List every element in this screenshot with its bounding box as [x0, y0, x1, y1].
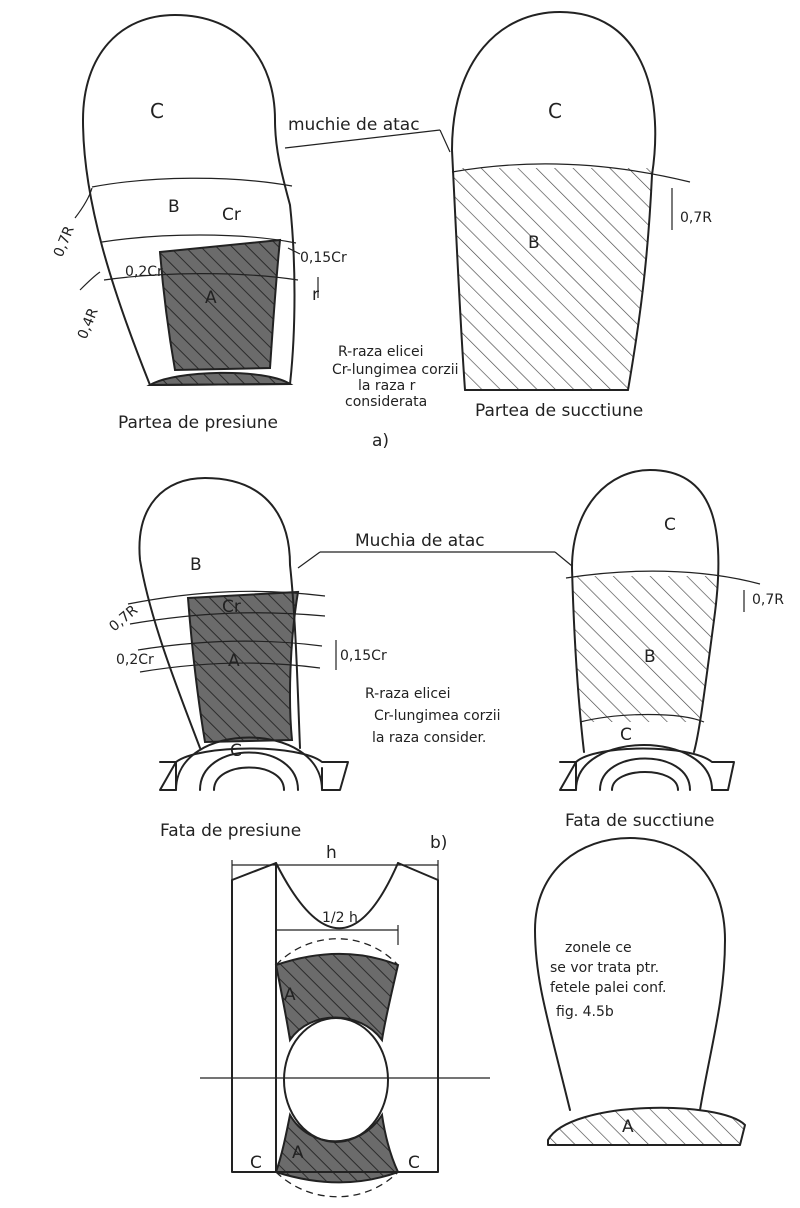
chord-label: Cr: [222, 597, 241, 617]
zone-a-label: A: [228, 651, 240, 671]
legend-line-2: Cr-lungimea corzii: [332, 362, 459, 378]
legend-b: R-raza elicei Cr-lungimea corzii la raza…: [365, 686, 501, 746]
blade-suction-side-a: C B 0,7R: [451, 11, 712, 391]
dim-07r-label: 0,7R: [752, 592, 784, 608]
root-shading: [146, 371, 294, 387]
zone-a-label: A: [205, 288, 217, 308]
dim-04r-label: 0,4R: [75, 306, 102, 342]
zone-b-hatch: [452, 168, 656, 390]
zone-a-bottom-label: A: [292, 1143, 304, 1163]
zone-a-shading: [158, 238, 282, 372]
dim-015c-label: 0,15Cr: [300, 250, 347, 266]
zone-a-top-label: A: [284, 985, 296, 1005]
legend-line-3: la raza r: [358, 378, 416, 394]
dim-02c-label: 0,2Cr: [125, 264, 163, 280]
panel-a: C B Cr A 0,2Cr 0,15Cr r 0,7R 0,4R muchie…: [51, 11, 712, 451]
dim-07r-label: 0,7R: [106, 602, 141, 635]
caption-pressure-face: Fata de presiune: [160, 821, 301, 841]
leading-edge-callout-b: Muchia de atac: [297, 531, 573, 569]
panel-c-blade: zonele ce se vor trata ptr. fetele palei…: [534, 837, 746, 1146]
zone-a-shading: [186, 590, 300, 744]
note-line-4: fig. 4.5b: [556, 1004, 614, 1020]
zone-c-bottom-label: C: [620, 725, 632, 745]
legend-line-1: R-raza elicei: [365, 686, 451, 702]
caption-suction-face: Fata de succtiune: [565, 811, 715, 831]
zone-c-label: C: [230, 741, 242, 761]
zone-c-label: C: [548, 99, 562, 123]
blade-outline: [571, 469, 720, 753]
dim-015c-label: 0,15Cr: [340, 648, 387, 664]
width-h-label: h: [326, 843, 337, 863]
caption-suction-side: Partea de succtiune: [475, 401, 643, 421]
dim-07r-label: 0,7R: [680, 210, 712, 226]
zone-c-left-label: C: [250, 1153, 262, 1173]
zone-b-label: B: [190, 555, 202, 575]
caption-pressure-side: Partea de presiune: [118, 413, 278, 433]
note-line-2: se vor trata ptr.: [550, 960, 659, 976]
panel-c-hub: h 1/2 h A A C C: [200, 843, 490, 1198]
dim-02c-label: 0,2Cr: [116, 652, 154, 668]
legend-line-4: considerata: [345, 394, 427, 410]
leading-edge-callout-a: muchie de atac: [284, 115, 451, 153]
blade-outline: [82, 14, 296, 386]
panel-label-b: b): [430, 833, 447, 853]
note-line-1: zonele ce: [565, 940, 632, 956]
zone-a-top-shading: [274, 952, 400, 1043]
zone-b-label: B: [528, 233, 540, 253]
leading-edge-label: muchie de atac: [288, 115, 420, 135]
legend-line-3: la raza consider.: [372, 730, 486, 746]
shaft-bore: [283, 1017, 389, 1143]
hub-outline: [559, 747, 735, 791]
blade-outline: [534, 837, 726, 1111]
zone-a-hatch: [548, 1107, 745, 1145]
note-line-3: fetele palei conf.: [550, 980, 666, 996]
chord-label: Cr: [222, 205, 241, 225]
zone-a-label: A: [622, 1117, 634, 1137]
radius-r-label: r: [312, 285, 319, 305]
blade-outline: [451, 11, 657, 391]
legend-line-1: R-raza elicei: [338, 344, 424, 360]
hub-outline: [159, 747, 349, 791]
zone-b-hatch: [572, 576, 719, 722]
leading-edge-label: Muchia de atac: [355, 531, 485, 551]
blade-outline: [138, 477, 301, 749]
blade-suction-side-b: C B C 0,7R: [559, 469, 784, 791]
zone-b-label: B: [644, 647, 656, 667]
blade-pressure-side-b: B Cr A C 0,7R 0,2Cr 0,15Cr: [106, 477, 387, 791]
legend-a: R-raza elicei Cr-lungimea corzii la raza…: [332, 344, 459, 410]
zone-b-label: B: [168, 197, 180, 217]
blade-pressure-side-a: C B Cr A 0,2Cr 0,15Cr r 0,7R 0,4R: [51, 14, 347, 387]
half-h-label: 1/2 h: [322, 910, 358, 926]
panel-label-a: a): [372, 431, 389, 451]
legend-line-2: Cr-lungimea corzii: [374, 708, 501, 724]
zone-c-label: C: [150, 99, 164, 123]
zone-c-right-label: C: [408, 1153, 420, 1173]
dim-07r-label: 0,7R: [51, 224, 78, 260]
panel-b: B Cr A C 0,7R 0,2Cr 0,15Cr Muchia de ata…: [106, 469, 784, 853]
zone-c-top-label: C: [664, 515, 676, 535]
